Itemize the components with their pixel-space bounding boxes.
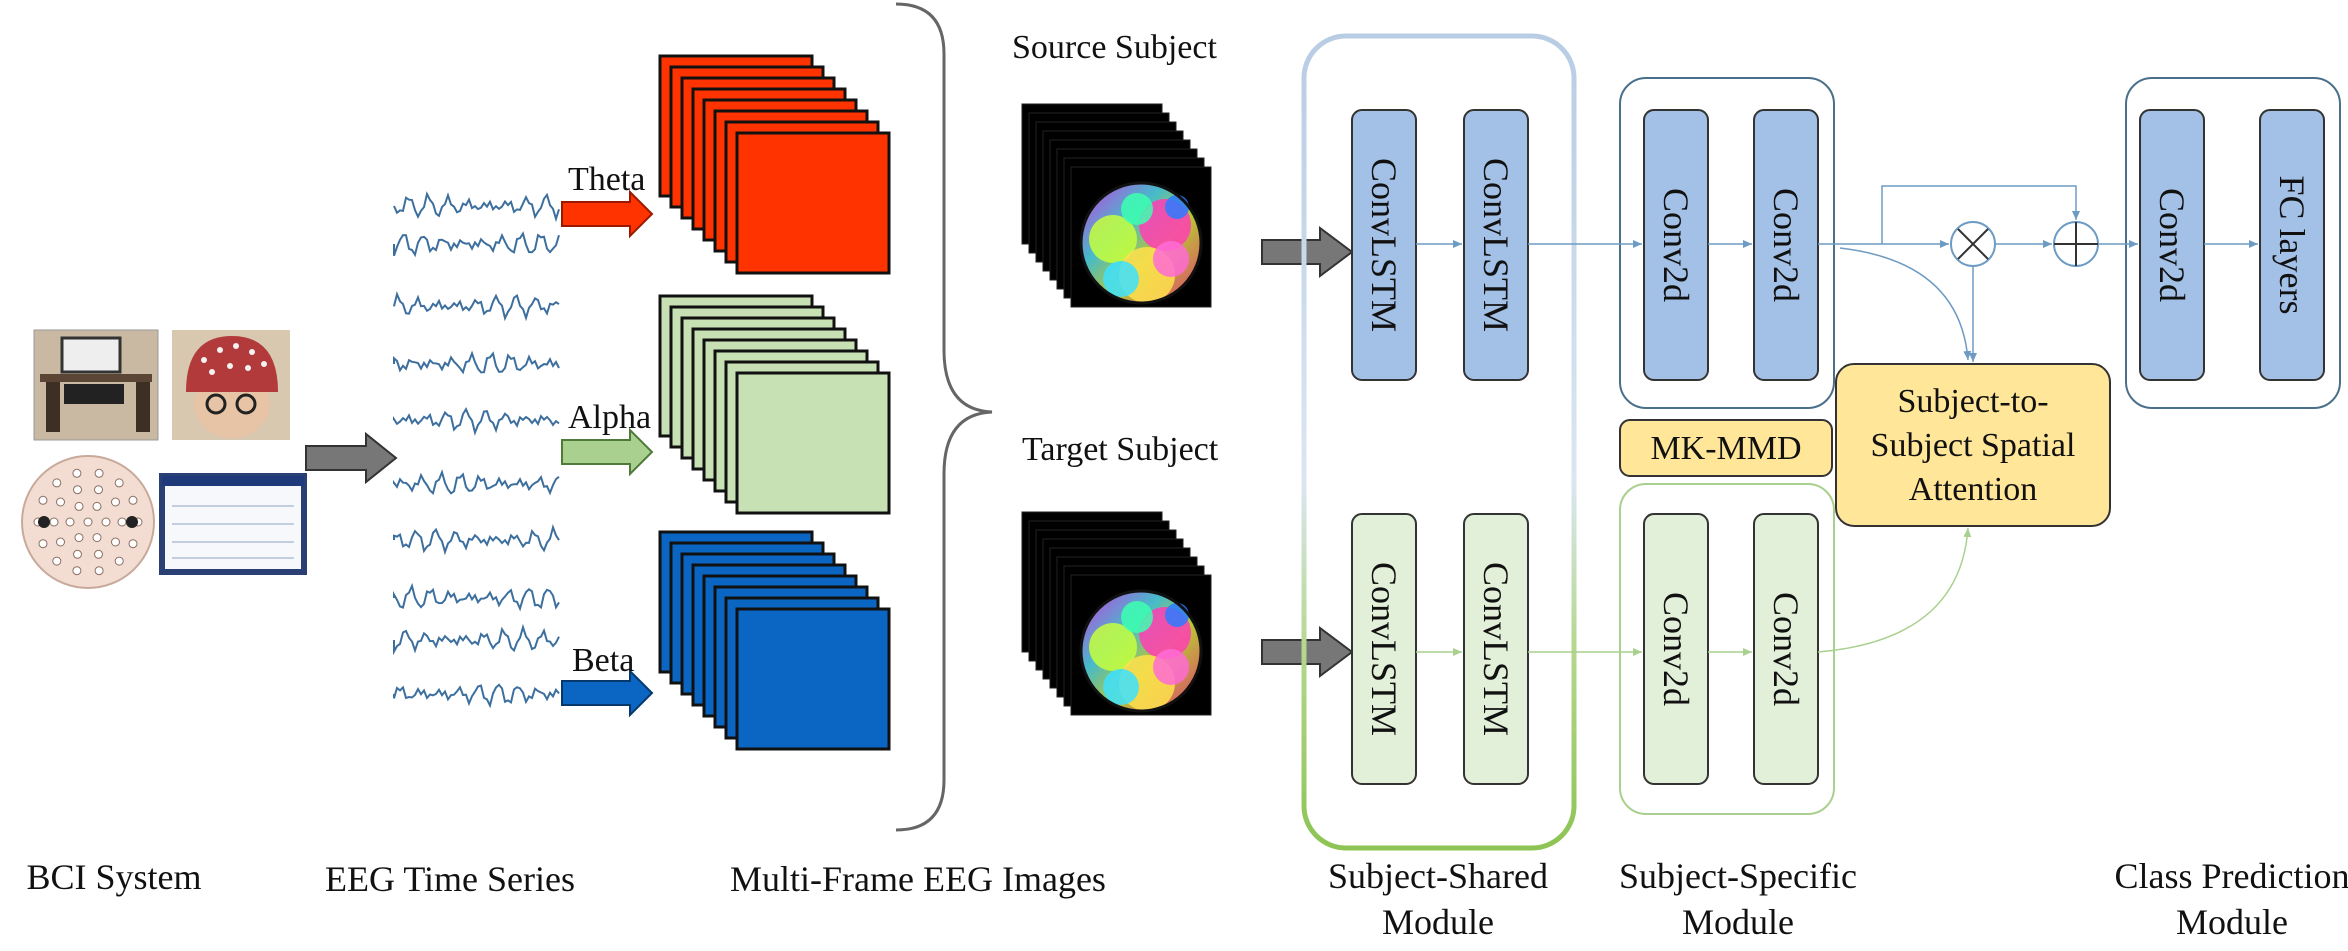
- alpha-band-arrow: Alpha: [561, 399, 654, 477]
- eeg-wave: [393, 350, 560, 375]
- prediction-conv2d: Conv2d: [2139, 109, 2205, 381]
- eeg-time-series-waves: [393, 191, 560, 709]
- spatial-attention-block: Subject-to- Subject Spatial Attention: [1835, 363, 2111, 527]
- fc-layers-label: FC layers: [2272, 176, 2312, 315]
- bci-system-photos: [21, 329, 307, 589]
- mk-mmd-block: MK-MMD: [1619, 419, 1833, 477]
- prediction-conv2d-label: Conv2d: [2152, 188, 2192, 302]
- target-convlstm-2-label: ConvLSTM: [1476, 562, 1516, 736]
- attention-label-line3: Attention: [1909, 471, 2037, 508]
- alpha-label: Alpha: [568, 399, 651, 436]
- eeg-wave: [393, 469, 560, 496]
- attention-label-line1: Subject-to-: [1897, 383, 2048, 420]
- theta-frame-stack: [658, 54, 891, 275]
- stage-label-bci-system: BCI System: [26, 857, 201, 897]
- target-flow-connectors: [1416, 527, 1972, 656]
- theta-label: Theta: [568, 161, 645, 198]
- source-subject-label: Source Subject: [1012, 29, 1217, 66]
- target-conv2d-1: Conv2d: [1643, 513, 1709, 785]
- attention-label-line2: Subject Spatial: [1871, 427, 2076, 464]
- target-conv2d-2-label: Conv2d: [1766, 592, 1806, 706]
- source-conv2d-2-label: Conv2d: [1766, 188, 1806, 302]
- eeg-wave: [393, 191, 560, 223]
- arrow-source-to-shared: [1261, 226, 1354, 278]
- subject-shared-module-box: [1301, 33, 1577, 851]
- eeg-wave: [393, 582, 560, 612]
- stage-label-subject-shared-line1: Subject-Shared: [1328, 856, 1548, 896]
- source-convlstm-1: ConvLSTM: [1351, 109, 1417, 381]
- stage-label-subject-specific-line2: Module: [1682, 902, 1794, 942]
- stage-label-subject-shared-line2: Module: [1382, 902, 1494, 942]
- stage-label-class-prediction-line1: Class Prediction: [2115, 856, 2348, 896]
- target-convlstm-1-label: ConvLSTM: [1364, 562, 1404, 736]
- grouping-brace: [895, 2, 993, 832]
- eeg-wave: [393, 623, 560, 656]
- target-subject-label: Target Subject: [1022, 431, 1219, 468]
- multiply-operator: [1950, 221, 1996, 267]
- target-convlstm-1: ConvLSTM: [1351, 513, 1417, 785]
- electrode-map: [21, 455, 155, 589]
- eeg-frame: [735, 607, 891, 751]
- eeg-wave: [393, 231, 560, 258]
- arrow-bci-to-eeg: [305, 431, 398, 485]
- theta-band-arrow: Theta: [561, 161, 654, 239]
- target-convlstm-2: ConvLSTM: [1463, 513, 1529, 785]
- beta-label: Beta: [572, 642, 634, 679]
- target-topomap-stack: [1021, 511, 1212, 716]
- class-prediction-module-box: [2125, 77, 2341, 409]
- stage-label-eeg-time-series: EEG Time Series: [325, 859, 575, 899]
- arrow-target-to-shared: [1261, 626, 1354, 678]
- source-conv2d-1: Conv2d: [1643, 109, 1709, 381]
- source-convlstm-2-label: ConvLSTM: [1476, 158, 1516, 332]
- eeg-monitor-screenshot: [159, 473, 307, 575]
- alpha-frame-stack: [658, 294, 891, 515]
- target-specific-module-box: [1619, 483, 1835, 815]
- source-convlstm-2: ConvLSTM: [1463, 109, 1529, 381]
- beta-band-arrow: Beta: [561, 642, 654, 718]
- add-operator: [2053, 221, 2099, 267]
- source-topomap-stack: [1021, 103, 1212, 308]
- source-conv2d-2: Conv2d: [1753, 109, 1819, 381]
- fc-layers-block: FC layers: [2259, 109, 2325, 381]
- eeg-frame: [735, 131, 891, 275]
- subject-eeg-cap-photo: [172, 330, 290, 440]
- source-flow-connectors: [1416, 185, 2258, 362]
- stage-label-class-prediction-line2: Module: [2176, 902, 2288, 942]
- eeg-wave: [393, 523, 560, 556]
- eeg-frame: [735, 371, 891, 515]
- target-conv2d-2: Conv2d: [1753, 513, 1819, 785]
- eeg-wave: [393, 407, 560, 436]
- eeg-wave: [393, 291, 560, 322]
- mk-mmd-label: MK-MMD: [1650, 430, 1801, 467]
- source-specific-module-box: [1619, 77, 1835, 409]
- stage-label-subject-specific-line1: Subject-Specific: [1619, 856, 1857, 896]
- eeg-wave: [393, 683, 560, 709]
- source-convlstm-1-label: ConvLSTM: [1364, 158, 1404, 332]
- desk-photo: [33, 329, 159, 441]
- beta-frame-stack: [658, 530, 891, 751]
- target-conv2d-1-label: Conv2d: [1656, 592, 1696, 706]
- stage-label-multi-frame-images: Multi-Frame EEG Images: [730, 859, 1106, 899]
- source-conv2d-1-label: Conv2d: [1656, 188, 1696, 302]
